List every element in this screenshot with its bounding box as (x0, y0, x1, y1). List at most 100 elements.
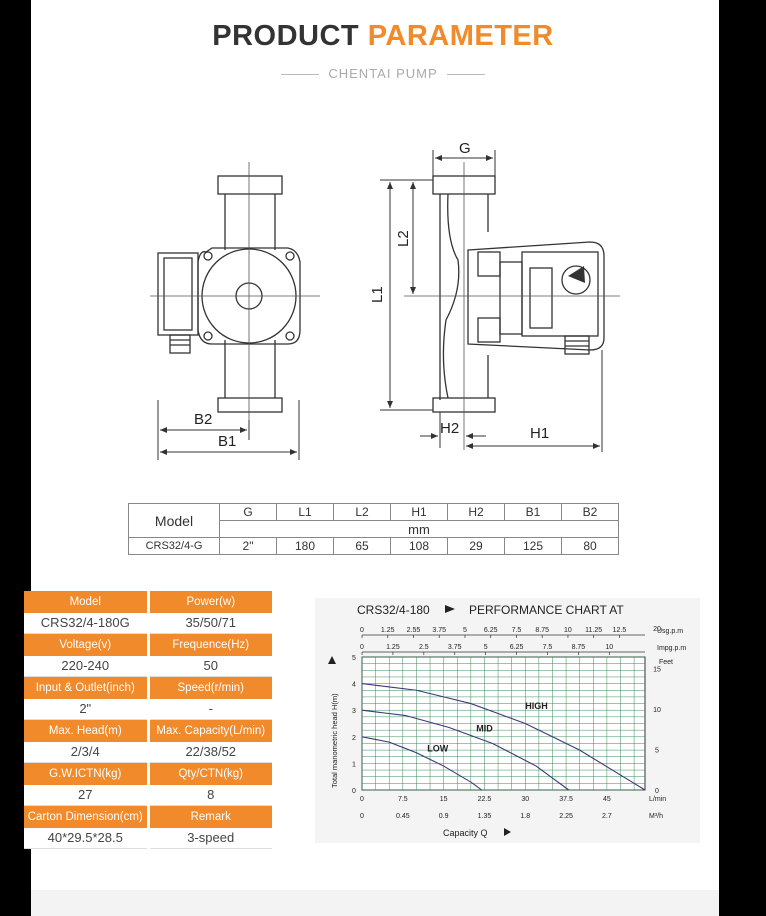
dim-value: 29 (447, 537, 505, 555)
top-axis-unit-label: Usg.p.m (657, 628, 683, 635)
spec-value-cell: 2" (24, 698, 147, 720)
front-view (157, 175, 301, 413)
subtitle-right-rule (446, 74, 485, 76)
play-arrow-icon (445, 605, 455, 613)
curve-mid (361, 709, 570, 791)
label-h1: H1 (530, 425, 549, 442)
front-pump-body (197, 247, 301, 345)
top-axis-tick-label: 11.25 (585, 627, 602, 634)
top-axis-tick-label: 12.5 (613, 627, 627, 634)
screw-icon (285, 331, 295, 341)
bottom-axis-unit-label: M³/h (649, 813, 663, 820)
spec-header-row: Carton Dimension(cm)Remark (24, 806, 275, 828)
y-tick-label: 3 (352, 708, 356, 715)
screw-icon (285, 251, 295, 261)
bottom-axis-tick-label: 2.7 (602, 813, 612, 820)
top-axis-tick-label: 5 (463, 627, 467, 634)
spec-value-cell: 27 (24, 784, 147, 806)
dim-value: 80 (561, 537, 619, 555)
play-arrow-icon (504, 828, 511, 836)
spec-value-cell: 50 (149, 655, 272, 677)
up-arrow-icon (328, 656, 336, 664)
screw-icon (203, 251, 213, 261)
unit-row: mm (219, 520, 619, 538)
dim-col-header: H2 (447, 503, 505, 521)
dimension-table: Model G L1 L2 H1 H2 B1 B2 mm CRS32/4-G 2… (128, 503, 619, 555)
bottom-axis-tick-label: 0 (360, 796, 364, 803)
bottom-axis-tick-label: 0 (360, 813, 364, 820)
side-terminal-panel (529, 267, 553, 329)
spec-value-cell: 220-240 (24, 655, 147, 677)
bottom-axis-tick-label: 7.5 (398, 796, 408, 803)
feet-tick-label: 10 (653, 707, 661, 714)
bottom-axis-tick-label: 0.45 (396, 813, 410, 820)
curve-label-low: LOW (427, 743, 448, 753)
dim-col-header: L2 (333, 503, 391, 521)
dim-value: 108 (390, 537, 448, 555)
chart-ylabel: Total manometric head H(m) (330, 693, 339, 788)
spec-header-cell: Speed(r/min) (149, 677, 272, 699)
chart-title-text: PERFORMANCE CHART AT (469, 603, 624, 617)
top-axis-tick-label: 8.75 (572, 644, 586, 651)
spec-header-cell: Model (24, 591, 147, 613)
feet-tick-label: 5 (655, 747, 659, 754)
brand-name: CHENTAI PUMP (328, 66, 438, 81)
label-g: G (459, 140, 471, 157)
spec-header-cell: Input & Outlet(inch) (24, 677, 147, 699)
side-fin-top (477, 251, 501, 277)
feet-unit-label: Feet (659, 659, 673, 666)
top-axis-tick-label: 2.55 (407, 627, 421, 634)
spec-header-row: G.W.ICTN(kg)Qty/CTN(kg) (24, 763, 275, 785)
side-volute-curve (442, 193, 460, 399)
spec-value-cell: 35/50/71 (149, 612, 272, 634)
dim-col-header: B2 (561, 503, 619, 521)
spec-value-cell: 40*29.5*28.5 (24, 827, 147, 849)
label-l1: L1 (369, 286, 386, 303)
side-dimension-lines (380, 150, 603, 452)
model-cell: CRS32/4-G (128, 537, 220, 555)
spec-header-row: Max. Head(m)Max. Capacity(L/min) (24, 720, 275, 742)
spec-value-cell: 3-speed (149, 827, 272, 849)
side-fin-bottom (477, 317, 501, 343)
spec-header-cell: Max. Capacity(L/min) (149, 720, 272, 742)
top-axis-tick-label: 10 (605, 644, 613, 651)
title-part1: PRODUCT (212, 20, 360, 52)
y-tick-label: 2 (352, 735, 356, 742)
front-center-lines (150, 162, 320, 440)
spec-value-cell: - (149, 698, 272, 720)
feet-tick-label: 15 (653, 666, 661, 673)
chart-xlabel: Capacity Q (443, 828, 488, 838)
spec-header-cell: G.W.ICTN(kg) (24, 763, 147, 785)
bottom-axis-tick-label: 2.25 (559, 813, 573, 820)
bottom-axis-tick-label: 22.5 (478, 796, 492, 803)
dim-col-header: H1 (390, 503, 448, 521)
y-tick-label: 5 (352, 655, 356, 662)
y-tick-label: 1 (352, 761, 356, 768)
feet-tick-label: 20 (653, 626, 661, 633)
chart-grid (361, 656, 646, 791)
top-axis-tick-label: 3.75 (432, 627, 446, 634)
bottom-axis-tick-label: 1.35 (478, 813, 492, 820)
dim-value: 2" (219, 537, 277, 555)
feet-tick-label: 0 (655, 788, 659, 795)
spec-header-row: Input & Outlet(inch)Speed(r/min) (24, 677, 275, 699)
curve-label-mid: MID (476, 723, 493, 733)
bottom-axis-tick-label: 30 (521, 796, 529, 803)
bottom-axis-tick-label: 15 (440, 796, 448, 803)
pump-technical-drawing: B2 B1 G L1 L2 H2 (150, 140, 620, 460)
front-dimension-lines (157, 400, 300, 460)
dim-col-header: G (219, 503, 277, 521)
chart-title-model: CRS32/4-180 (357, 603, 430, 617)
top-axis-tick-label: 1.25 (386, 644, 400, 651)
dim-value: 65 (333, 537, 391, 555)
top-axis-tick-label: 10 (564, 627, 572, 634)
top-axis-tick-label: 3.75 (448, 644, 462, 651)
label-l2: L2 (395, 230, 412, 247)
side-view (432, 175, 605, 413)
